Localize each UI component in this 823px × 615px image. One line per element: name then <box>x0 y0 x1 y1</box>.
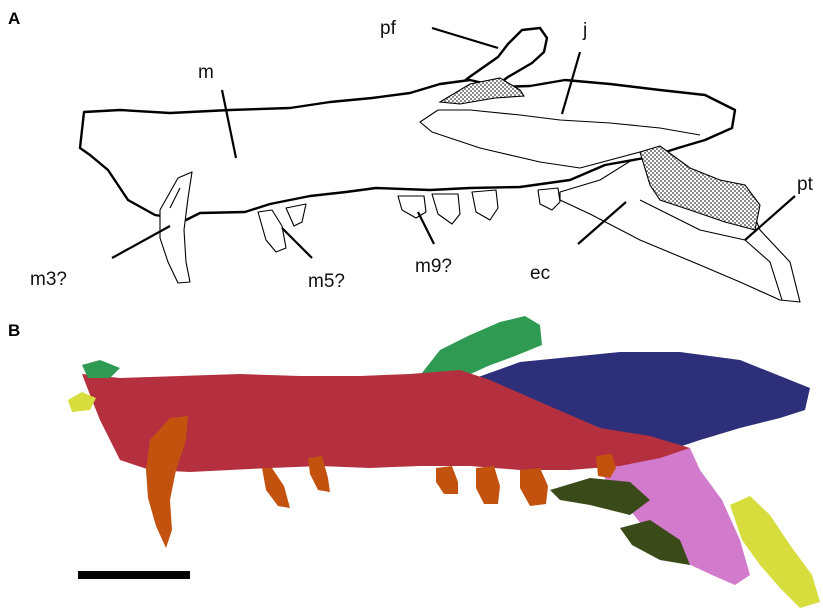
ectopterygoid-3d <box>600 446 750 585</box>
tooth-3d-m11 <box>520 468 548 506</box>
leader-pf <box>432 28 498 48</box>
label-m: m <box>198 62 214 83</box>
label-ec: ec <box>530 263 550 284</box>
tooth-m12 <box>538 188 560 210</box>
tooth-m10 <box>432 194 460 224</box>
label-m9: m9? <box>415 256 452 277</box>
tooth-m6 <box>286 204 306 226</box>
label-m3: m3? <box>30 269 67 290</box>
panel-a: A pf j m pt m3? <box>8 9 814 302</box>
tooth-m11 <box>472 190 498 220</box>
tooth-3d-m5 <box>262 468 290 508</box>
anterior-fragment-green <box>82 360 120 378</box>
label-pt: pt <box>797 174 814 195</box>
tooth-3d-m9 <box>436 466 458 494</box>
leader-m9 <box>418 212 434 244</box>
tooth-3d-m10 <box>476 466 500 504</box>
leader-m5 <box>282 228 312 258</box>
pterygoid-3d <box>730 496 820 608</box>
scale-bar <box>78 571 190 579</box>
label-m5: m5? <box>308 271 345 292</box>
panel-b-label: B <box>8 321 20 340</box>
label-pf: pf <box>380 18 397 39</box>
tooth-m9 <box>398 196 426 218</box>
panel-a-label: A <box>8 9 20 28</box>
tooth-m5 <box>258 210 286 252</box>
panel-b: B <box>8 316 820 608</box>
label-j: j <box>582 20 587 41</box>
